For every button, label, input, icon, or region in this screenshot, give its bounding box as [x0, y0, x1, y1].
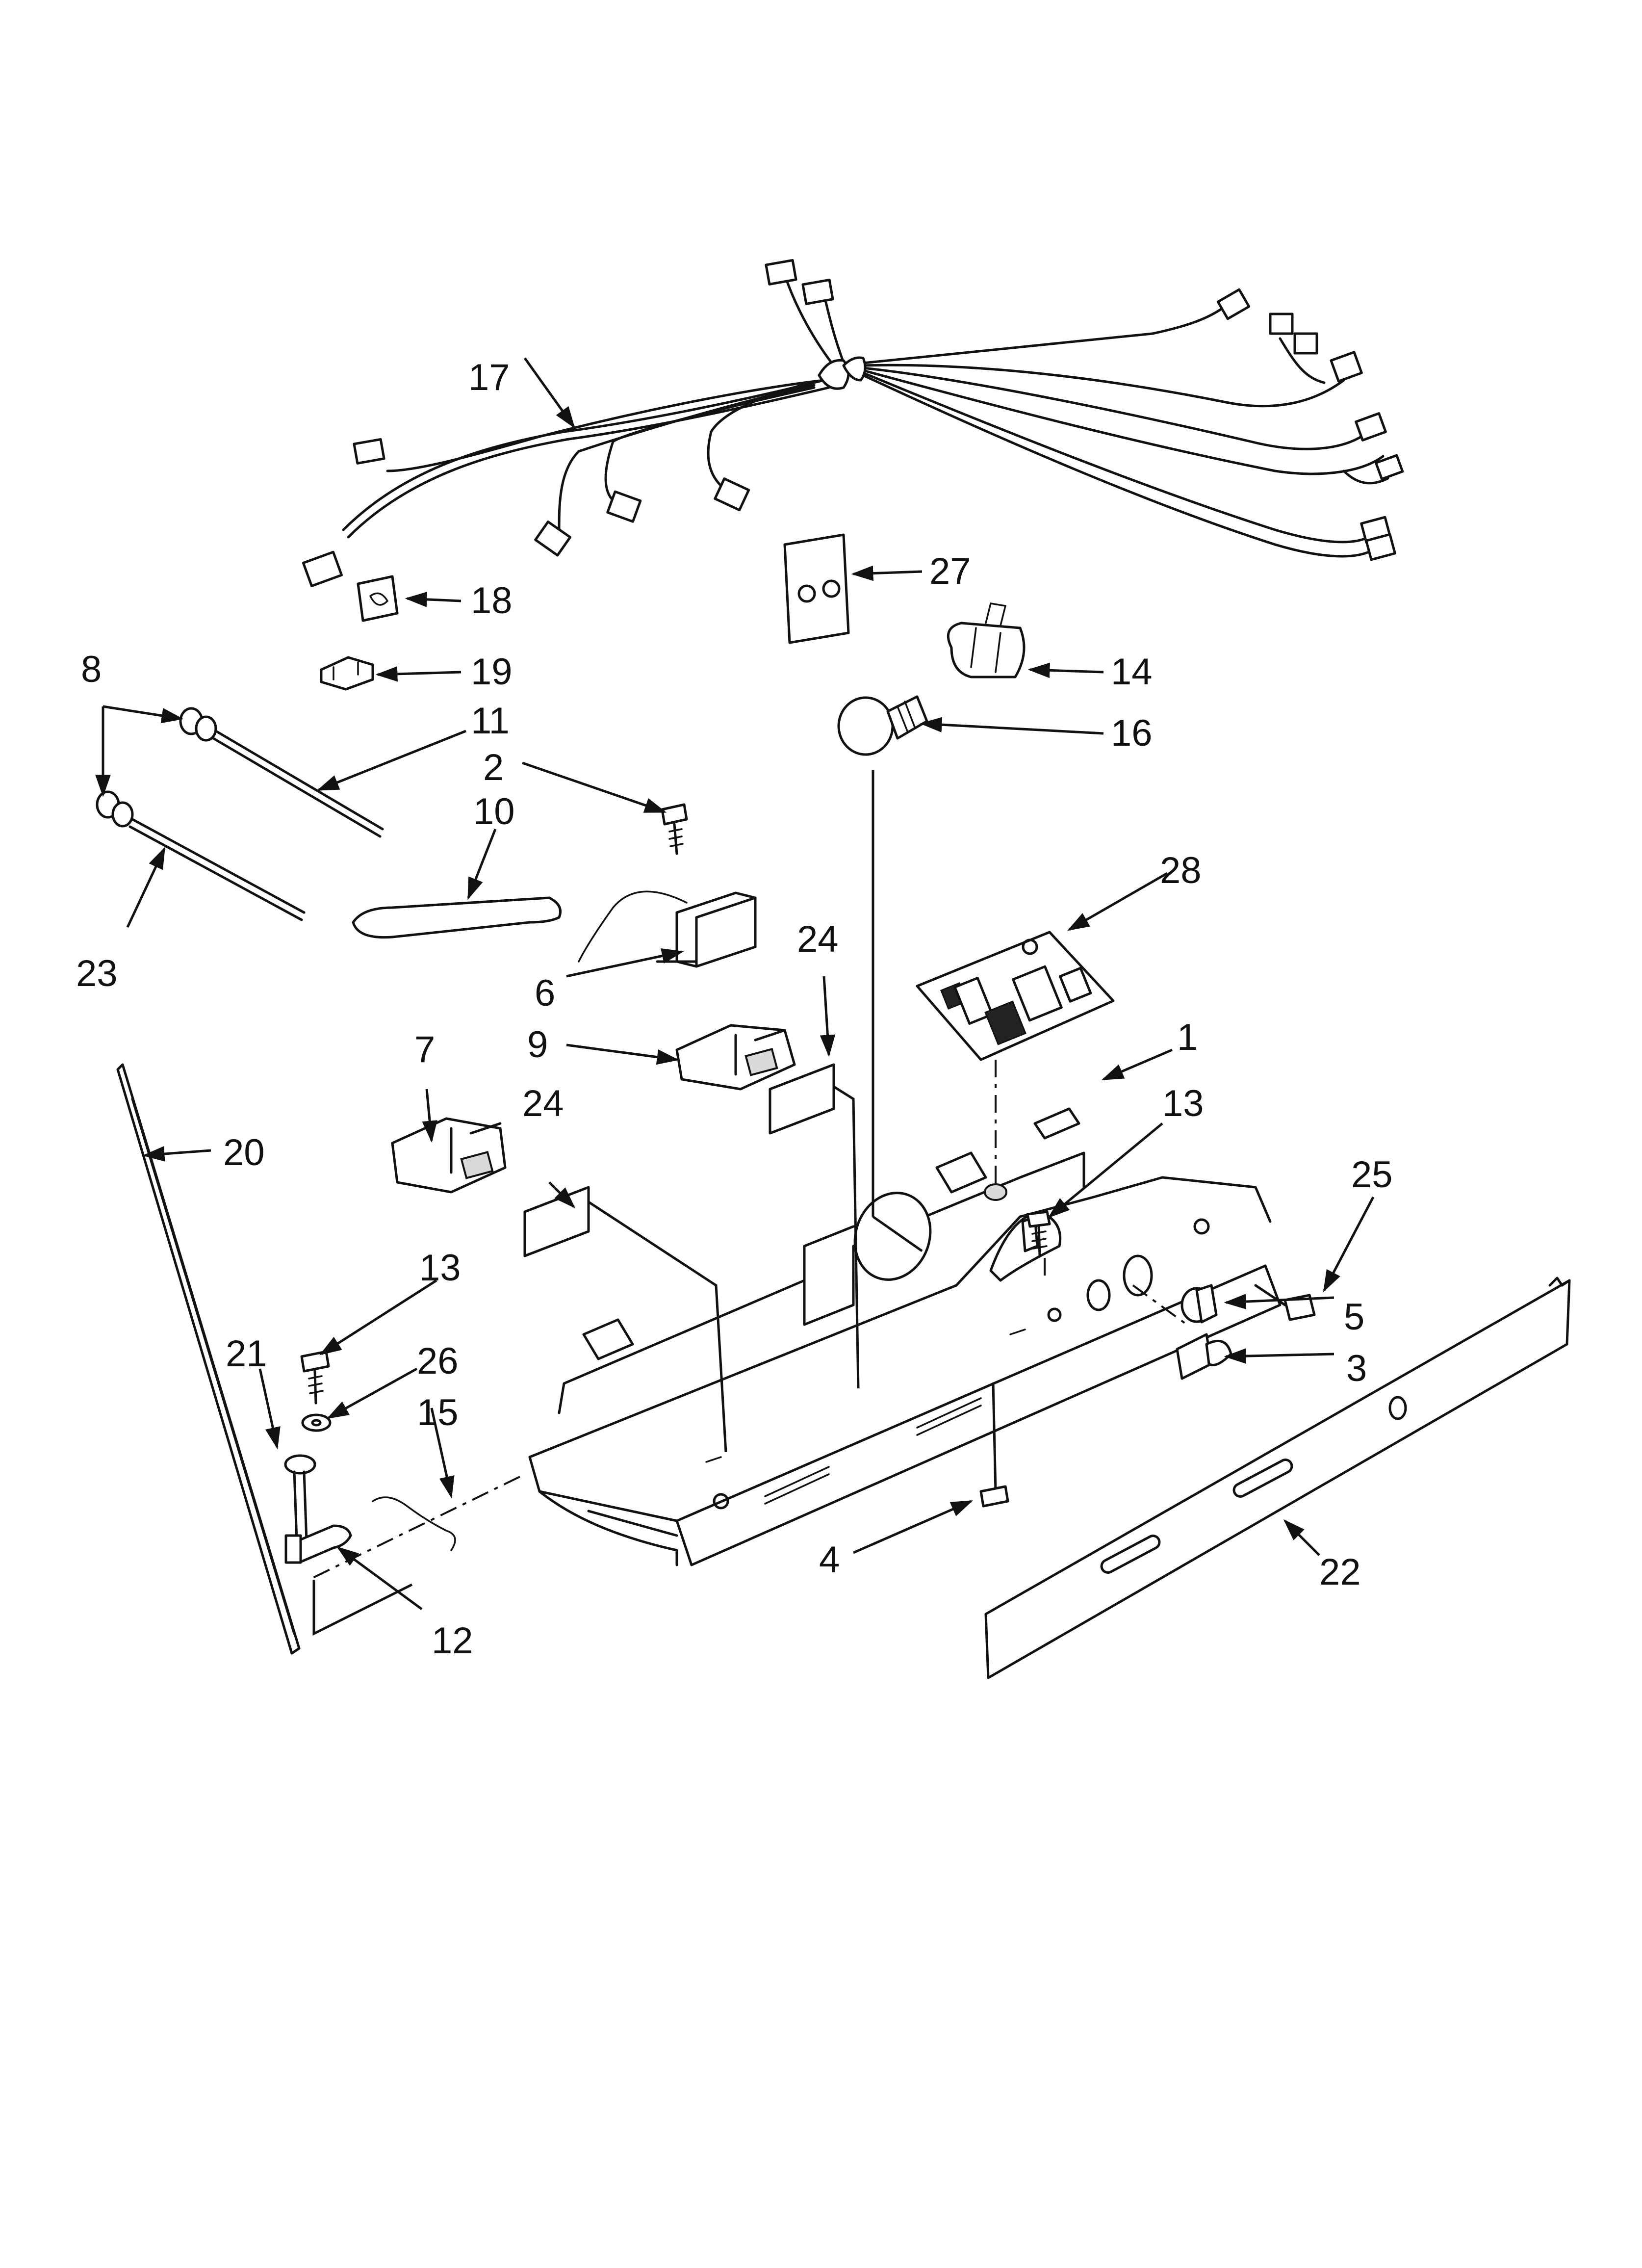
callout-24-left: 24	[522, 1083, 564, 1124]
callout-28: 28	[1160, 850, 1202, 891]
callout-18: 18	[471, 580, 513, 622]
callout-5: 5	[1344, 1296, 1364, 1338]
callout-13-right: 13	[1162, 1083, 1204, 1124]
screw-part-4	[979, 1382, 1009, 1508]
screw-part-13-right	[1026, 1210, 1051, 1257]
callout-27: 27	[929, 550, 971, 592]
rod-part-23	[128, 818, 306, 921]
callout-23: 23	[76, 953, 118, 994]
callout-16: 16	[1111, 712, 1153, 754]
bracket-part-7	[391, 1117, 507, 1194]
callout-13-left: 13	[419, 1247, 461, 1289]
callout-1: 1	[1177, 1017, 1198, 1058]
cap-part-8-lower	[96, 790, 134, 828]
callout-20: 20	[223, 1132, 265, 1173]
callout-21: 21	[226, 1333, 267, 1375]
callout-2: 2	[483, 747, 504, 788]
tube-part-10	[352, 896, 562, 939]
wire-harness-part-17	[302, 259, 1404, 587]
callout-8: 8	[81, 649, 102, 690]
callout-24-right: 24	[797, 918, 839, 960]
spacer-part-21	[284, 1454, 316, 1542]
trim-part-20	[116, 1063, 301, 1655]
lamp-socket-part-14	[947, 602, 1026, 678]
switch-part-3	[1176, 1333, 1232, 1380]
spring-part-15	[372, 1496, 456, 1551]
part-19	[320, 656, 374, 691]
callout-9: 9	[527, 1024, 548, 1066]
control-board-part-28	[916, 931, 1115, 1061]
callout-7: 7	[414, 1029, 435, 1070]
callout-12: 12	[432, 1620, 473, 1662]
screw-part-13-left	[300, 1350, 330, 1405]
bracket-part-12	[284, 1524, 352, 1564]
callout-labels: 17 18 19 27 14 16 8 11 2 10 23 6 28 24 9…	[76, 357, 1393, 1662]
part-18	[357, 575, 399, 622]
front-panel-part-22	[984, 1277, 1571, 1679]
plate-part-27	[783, 533, 850, 644]
bulb-part-16	[837, 695, 928, 756]
callout-17: 17	[468, 357, 510, 398]
washer-part-26	[301, 1413, 332, 1432]
callout-11: 11	[471, 700, 510, 742]
button-part-5	[1180, 1284, 1218, 1324]
callout-22: 22	[1319, 1551, 1361, 1593]
callout-4: 4	[819, 1539, 840, 1581]
screw-part-25	[1254, 1284, 1316, 1321]
callout-26: 26	[417, 1340, 459, 1382]
callout-10: 10	[473, 791, 515, 833]
callout-3: 3	[1346, 1348, 1367, 1389]
rod-part-11	[212, 730, 384, 838]
callout-14: 14	[1111, 651, 1153, 693]
callout-6: 6	[535, 972, 555, 1014]
cap-part-8-upper	[179, 707, 217, 742]
assembly-lines	[308, 770, 1188, 1636]
callout-19: 19	[471, 651, 513, 693]
control-housing-part-1	[528, 1107, 1282, 1566]
callout-leaders	[95, 357, 1375, 1611]
bracket-part-9	[675, 1024, 796, 1091]
label-part-24-left	[523, 1186, 590, 1257]
callout-25: 25	[1351, 1154, 1393, 1196]
screw-part-2	[661, 803, 688, 855]
label-part-24-right	[769, 1063, 835, 1135]
callout-15: 15	[417, 1392, 459, 1434]
